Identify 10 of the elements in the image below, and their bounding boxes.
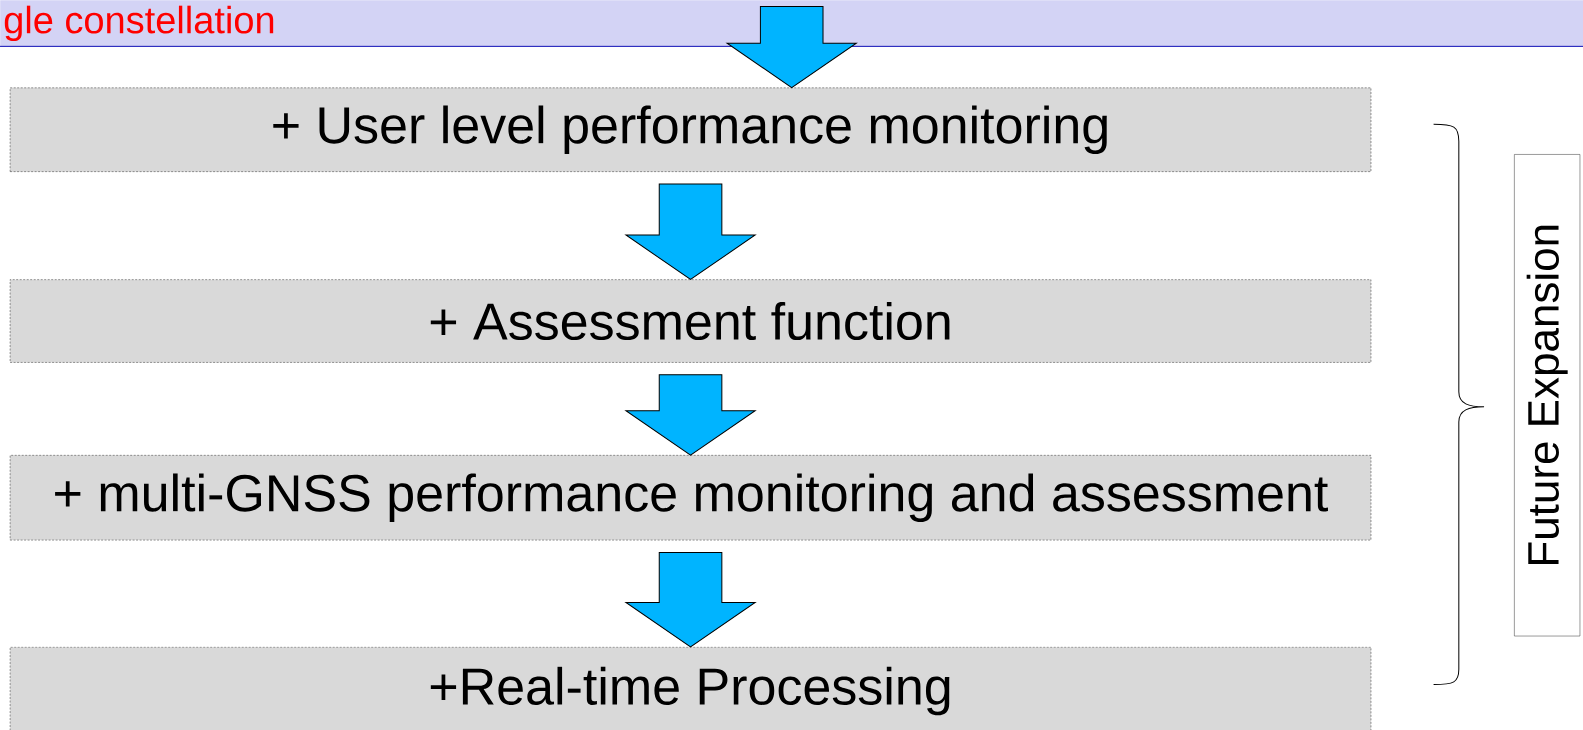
process-box: + Assessment function (9, 279, 1372, 363)
block-arrow (726, 5, 857, 89)
block-arrow (625, 183, 756, 280)
side-label-box: Future Expansion (1514, 154, 1581, 637)
block-arrow (625, 374, 756, 456)
header-band: gle constellation (0, 0, 1583, 48)
process-box: + multi-GNSS performance monitoring and assessment (9, 455, 1372, 541)
process-box: +Real-time Processing (9, 647, 1372, 730)
block-arrow (625, 551, 756, 648)
process-box: + User level performance monitoring (9, 87, 1372, 172)
